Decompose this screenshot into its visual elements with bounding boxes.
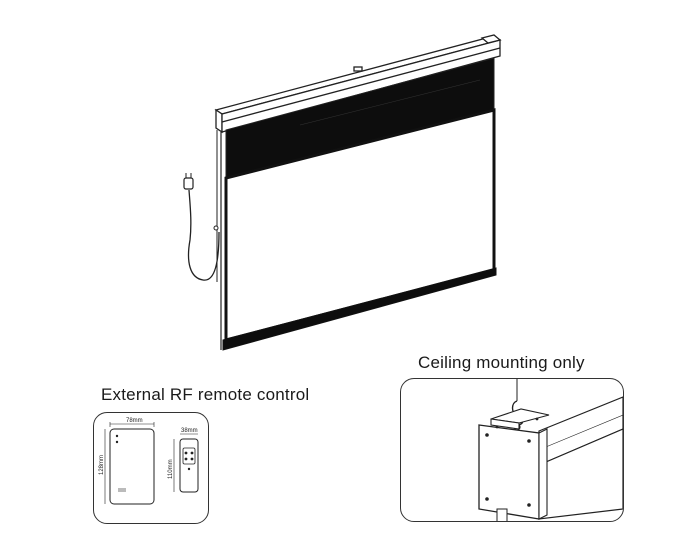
remote-caption: External RF remote control <box>101 385 310 404</box>
dim-side-height: 110mm <box>168 459 174 479</box>
ceiling-bracket-icon <box>478 379 623 521</box>
dim-side-width: 38mm <box>181 428 198 434</box>
power-cable <box>187 189 220 281</box>
projector-screen-illustration <box>183 34 502 351</box>
plug-icon <box>183 173 194 190</box>
ceiling-panel <box>400 378 624 522</box>
screen-housing <box>214 34 502 134</box>
screen-bottom-bar <box>222 267 497 351</box>
dim-front-height: 128mm <box>99 455 105 475</box>
remote-icon: 78mm 128mm 38mm 110mm <box>99 418 199 505</box>
dim-front-width: 78mm <box>126 418 143 424</box>
remote-panel: 78mm 128mm 38mm 110mm <box>93 412 209 524</box>
ceiling-caption: Ceiling mounting only <box>418 353 585 372</box>
